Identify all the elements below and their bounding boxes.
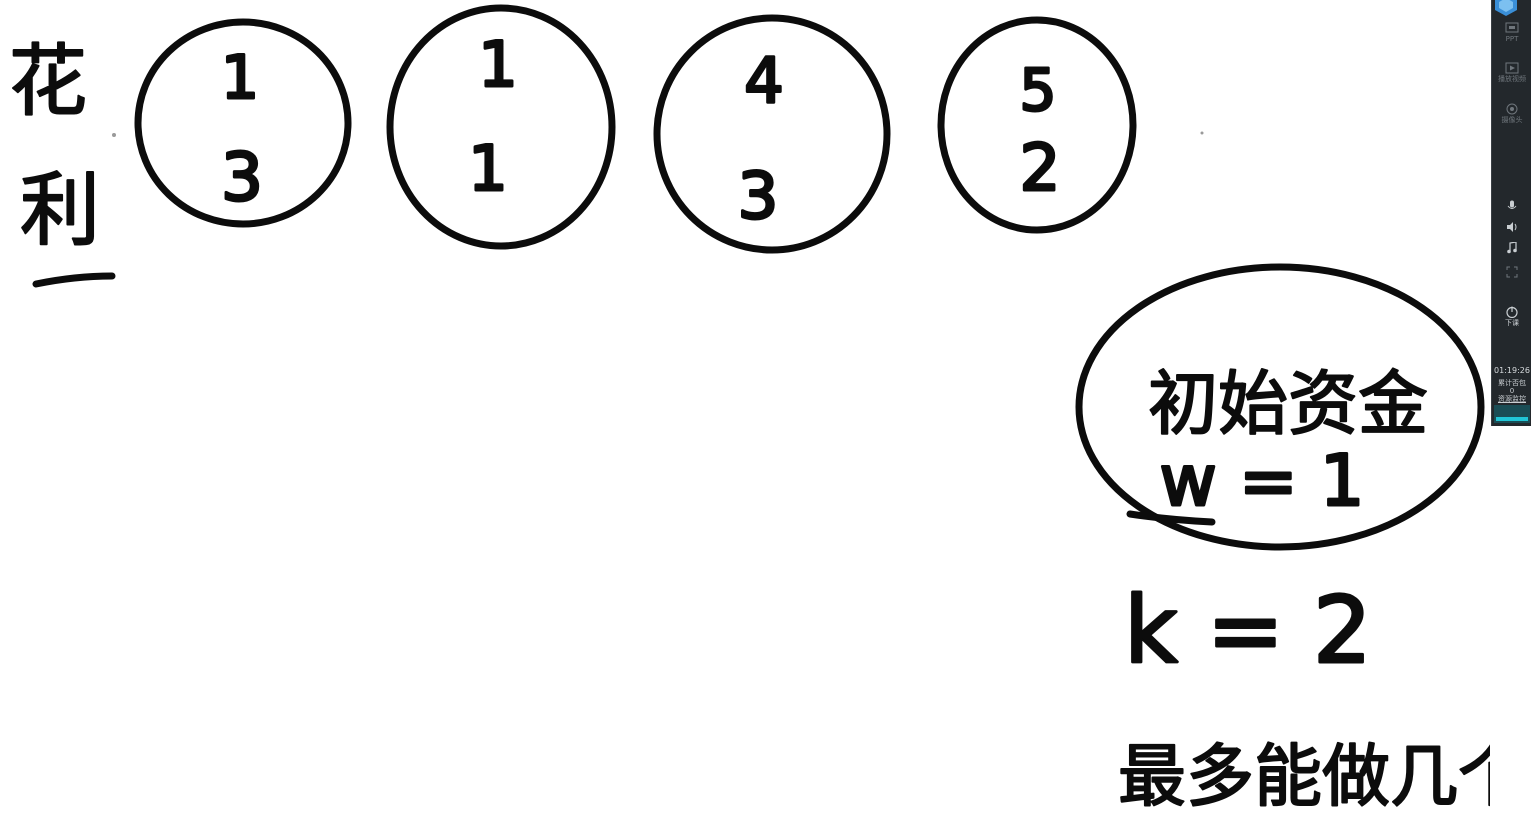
side-label-top: 花 <box>9 37 87 127</box>
end-class-label: 下课 <box>1505 319 1519 327</box>
microphone-icon <box>1507 200 1517 209</box>
circle-3-bottom-value: 3 <box>738 160 779 234</box>
item-circle-4: 5 2 <box>937 16 1137 234</box>
speaker-icon <box>1507 222 1517 232</box>
ink-dot <box>112 133 116 137</box>
play-video-icon <box>1505 62 1519 74</box>
item-circle-1: 1 3 <box>134 18 352 228</box>
camera-icon <box>1506 103 1518 115</box>
capital-bubble-tail <box>1126 510 1216 526</box>
question-line: 最多能做几个 <box>1118 738 1490 817</box>
microphone-button[interactable] <box>1492 200 1532 212</box>
fullscreen-button[interactable] <box>1492 266 1532 278</box>
item-circle-2: 1 1 <box>386 4 616 250</box>
circle-2-top-value: 1 <box>478 28 517 101</box>
circle-2-bottom-value: 1 <box>468 132 507 205</box>
class-timer: 01:19:26 <box>1494 366 1530 375</box>
k-value-line: k = 2 <box>1124 577 1371 684</box>
circle-outline <box>386 4 616 250</box>
capital-bubble-line1: 初始资金 <box>1148 363 1428 445</box>
capital-bubble-line2: w = 1 <box>1160 440 1365 522</box>
circle-outline <box>937 16 1137 234</box>
item-circle-3: 4 3 <box>653 14 891 254</box>
capital-bubble-outline <box>1075 263 1485 551</box>
camera-button[interactable]: 摄像头 <box>1492 103 1532 125</box>
fullscreen-icon <box>1506 266 1518 278</box>
gift-label: 累计否包 <box>1498 379 1526 387</box>
end-class-icon <box>1506 306 1518 318</box>
camera-label: 摄像头 <box>1501 116 1523 124</box>
ink-dot <box>1200 131 1204 135</box>
ppt-icon <box>1505 22 1519 33</box>
side-label-bottom: 利 <box>20 164 100 257</box>
circle-1-bottom-value: 3 <box>221 139 263 216</box>
audio-level-bar <box>1496 417 1528 421</box>
music-button[interactable] <box>1492 242 1532 254</box>
audio-level-meter <box>1494 405 1530 423</box>
app-logo-icon <box>1495 0 1517 16</box>
classroom-toolbar: PPT 播放视频 摄像头 <box>1491 0 1531 426</box>
side-label-underline <box>32 272 116 288</box>
end-class-button[interactable]: 下课 <box>1492 306 1532 328</box>
circle-1-top-value: 1 <box>221 43 259 113</box>
resource-monitor-link[interactable]: 资源监控 <box>1498 395 1526 403</box>
music-icon <box>1507 242 1517 254</box>
ppt-button[interactable]: PPT <box>1492 22 1532 44</box>
gift-count: 0 <box>1509 387 1515 395</box>
ppt-label: PPT <box>1505 35 1519 43</box>
whiteboard-drawing: 花 利 1 3 1 1 4 3 5 2 <box>8 4 1527 818</box>
circle-3-top-value: 4 <box>744 44 783 117</box>
circle-4-bottom-value: 2 <box>1020 132 1061 206</box>
circle-outline <box>653 14 891 254</box>
play-video-button[interactable]: 播放视频 <box>1492 62 1532 84</box>
speaker-button[interactable] <box>1492 221 1532 233</box>
play-video-label: 播放视频 <box>1498 75 1526 83</box>
circle-4-top-value: 5 <box>1020 56 1057 124</box>
capital-bubble: 初始资金 w = 1 <box>1075 263 1485 551</box>
circle-outline <box>134 18 352 228</box>
